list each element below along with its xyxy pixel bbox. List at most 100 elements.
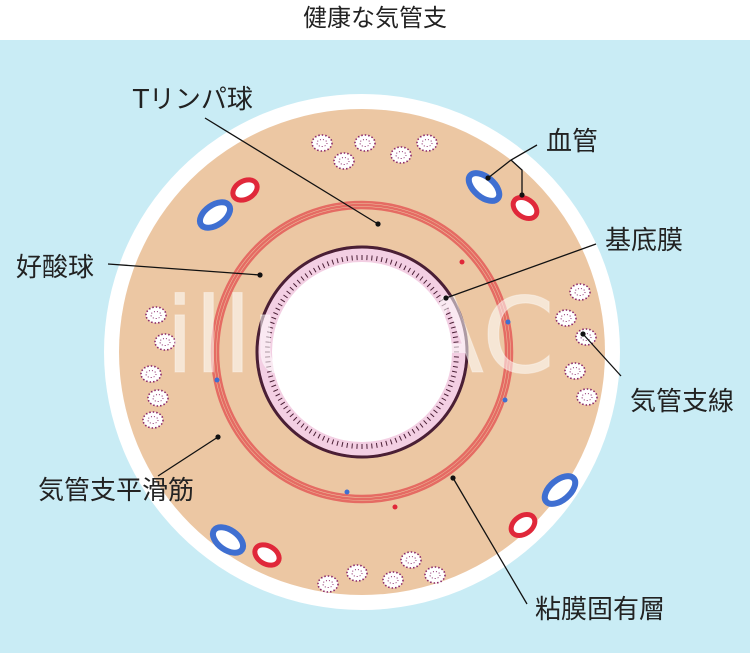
epithelium-tick xyxy=(289,286,294,291)
epithelium-tick xyxy=(300,276,305,281)
epithelium-tick xyxy=(452,336,458,339)
basement-membrane-line xyxy=(255,245,469,459)
epithelium-tick xyxy=(394,261,398,267)
epithelium-tick xyxy=(346,256,349,262)
epithelium-tick xyxy=(308,428,313,434)
leader-lines xyxy=(107,117,622,605)
epithelium-tick xyxy=(441,303,447,307)
epithelium-tick xyxy=(403,433,407,439)
label-t-lymphocyte: Tリンパ球 xyxy=(132,85,253,115)
gland xyxy=(382,571,404,589)
cell-dot xyxy=(214,377,220,383)
label-basement-membrane: 基底膜 xyxy=(605,226,683,256)
epithelium-tick xyxy=(445,388,451,392)
vein xyxy=(209,524,247,556)
epithelium-tick xyxy=(268,375,274,378)
gland xyxy=(142,411,164,429)
epithelium-tick xyxy=(423,420,428,425)
artery xyxy=(510,195,540,221)
epithelium-tick xyxy=(453,341,459,343)
epithelium-tick xyxy=(265,361,271,363)
gland xyxy=(140,365,162,383)
epithelium-tick xyxy=(331,259,335,265)
epithelium-tick xyxy=(449,379,455,383)
epithelium-tick xyxy=(398,435,402,441)
epithelium-tick xyxy=(445,312,451,316)
epithelium-tick xyxy=(336,258,339,264)
epithelium-tick xyxy=(304,426,309,431)
epithelium-tick xyxy=(331,439,335,445)
epithelium-tick xyxy=(403,265,407,271)
cell-dot xyxy=(344,489,350,495)
epithelium-tick xyxy=(265,341,271,343)
gland xyxy=(390,146,412,164)
epithelium-tick xyxy=(452,365,458,368)
epithelium-tick xyxy=(411,428,416,434)
epithelium-tick xyxy=(436,405,441,410)
epithelium-tick xyxy=(426,283,431,288)
airway-lumen xyxy=(272,262,452,442)
label-lamina-propria: 粘膜固有層 xyxy=(535,595,665,625)
epithelium-tick xyxy=(271,316,277,320)
epithelium-tick xyxy=(433,409,438,414)
epithelium-tick xyxy=(300,423,305,428)
epithelium-tick xyxy=(443,393,449,397)
epithelium-tick xyxy=(277,397,283,401)
cell-dot xyxy=(392,504,398,510)
gland xyxy=(555,309,577,327)
epithelium-tick xyxy=(423,279,428,284)
gland xyxy=(564,362,586,380)
epithelium-tick xyxy=(389,259,393,265)
epithelium-tick xyxy=(451,370,458,373)
epithelium-tick xyxy=(283,405,288,410)
epithelium-tick xyxy=(419,276,424,281)
epithelium-tick xyxy=(266,336,272,339)
leader-basement-membrane xyxy=(445,243,597,299)
label-bronchial-smooth-muscle: 気管支平滑筋 xyxy=(38,476,194,506)
cell-dot xyxy=(459,259,465,265)
bronchial-glands xyxy=(140,134,598,593)
epithelium-tick xyxy=(266,370,273,373)
epithelium-tick xyxy=(415,273,420,278)
epithelium-tick xyxy=(313,431,317,437)
epithelium-tick xyxy=(453,361,459,363)
gland xyxy=(416,134,438,152)
epithelium-tick xyxy=(317,433,321,439)
epithelium-tick xyxy=(371,255,373,261)
epithelium-tick xyxy=(430,413,435,418)
epithelium-tick xyxy=(266,331,273,334)
epithelium-tick xyxy=(268,326,274,329)
epithelium-tick xyxy=(389,439,393,445)
vein xyxy=(196,199,234,231)
epithelium-tick xyxy=(375,256,378,262)
epithelium-tick xyxy=(380,441,383,448)
epithelium-tick xyxy=(286,290,291,295)
epithelium-tick xyxy=(411,270,416,276)
epithelium-tick xyxy=(371,443,373,449)
epithelium-tick xyxy=(415,426,420,431)
epithelium-tick xyxy=(313,267,317,273)
gland xyxy=(317,575,339,593)
artery xyxy=(508,512,538,538)
gland xyxy=(400,551,422,569)
epithelium-tick xyxy=(283,294,288,299)
gland xyxy=(147,389,169,407)
leader-t-lymphocyte xyxy=(204,117,379,225)
epithelium-tick xyxy=(336,440,339,446)
epithelium-tick xyxy=(341,441,344,448)
artery xyxy=(252,542,282,568)
artery xyxy=(230,177,260,203)
gland xyxy=(311,134,333,152)
cell-dot xyxy=(505,319,511,325)
epithelium-tick xyxy=(277,303,283,307)
vein xyxy=(541,473,579,507)
smooth-muscle-ring xyxy=(210,200,514,504)
epithelium-tick xyxy=(322,263,326,269)
leader-eosinophil xyxy=(107,263,261,276)
label-bronchial-gland: 気管支線 xyxy=(630,387,734,417)
epithelium-tick xyxy=(273,312,279,316)
epithelium-tick xyxy=(275,307,281,311)
epithelium-tick xyxy=(430,286,435,291)
vein xyxy=(465,170,503,204)
